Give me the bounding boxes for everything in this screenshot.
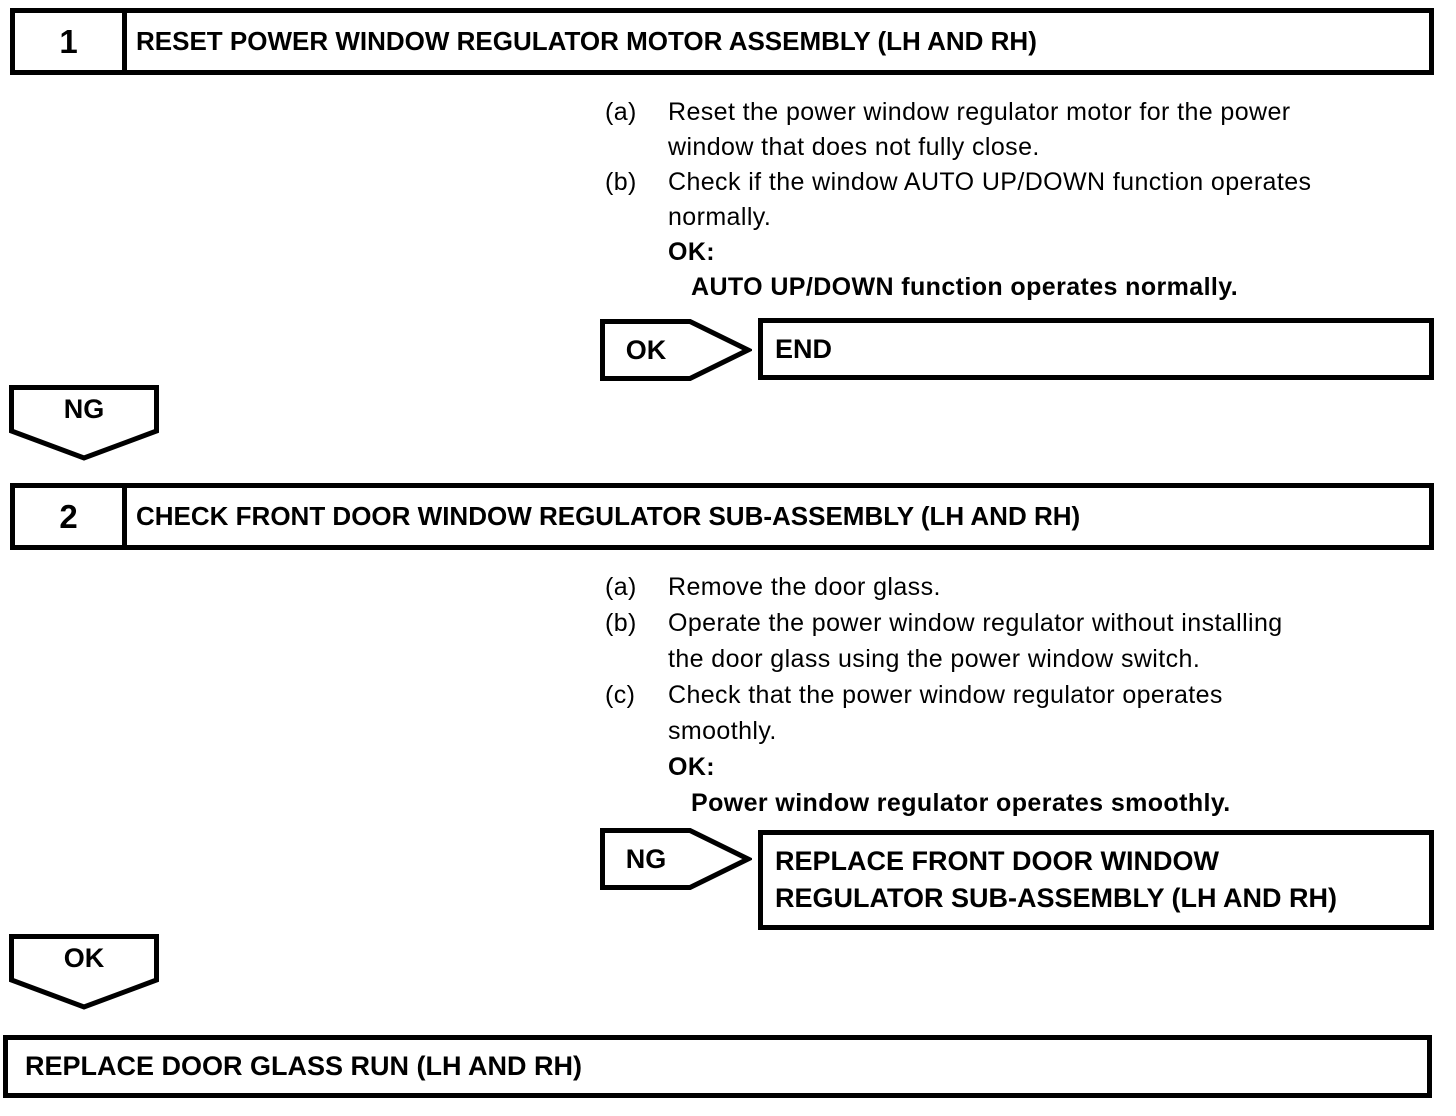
step2-substep-a: (a) Remove the door glass. <box>605 569 1283 605</box>
substep-marker: (b) <box>605 168 637 196</box>
substep-text: Check that the power window regulator op… <box>668 677 1223 749</box>
step1-header-box: 1 RESET POWER WINDOW REGULATOR MOTOR ASS… <box>10 8 1434 75</box>
right-arrow-icon <box>600 828 752 890</box>
text-line: Check that the power window regulator op… <box>668 681 1223 709</box>
text-line: smoothly. <box>668 717 777 745</box>
step1-next-connector: NG <box>9 385 159 461</box>
text-line: Reset the power window regulator motor f… <box>668 98 1291 126</box>
step2-next-label: OK <box>63 942 105 973</box>
step2-header-box: 2 CHECK FRONT DOOR WINDOW REGULATOR SUB-… <box>10 483 1434 550</box>
final-action-label: REPLACE DOOR GLASS RUN (LH AND RH) <box>25 1051 582 1081</box>
substep-text: Reset the power window regulator motor f… <box>668 95 1290 165</box>
step2-branch-result-box: REPLACE FRONT DOOR WINDOW REGULATOR SUB-… <box>758 830 1434 930</box>
step2-substep-b: (b) Operate the power window regulator w… <box>605 605 1283 677</box>
text-line: Remove the door glass. <box>668 573 941 601</box>
step1-number: 1 <box>15 13 127 70</box>
step1-next-label: NG <box>63 393 105 424</box>
result-line: END <box>775 333 833 364</box>
substep-marker: (b) <box>605 609 637 637</box>
down-arrow-icon <box>9 385 159 461</box>
step2-branch-arrow: NG <box>600 828 752 890</box>
substep-text: Check if the window AUTO UP/DOWN functio… <box>668 165 1311 235</box>
step2-number: 2 <box>15 488 127 545</box>
step1-branch-result-box: END <box>758 318 1434 380</box>
final-action-box: REPLACE DOOR GLASS RUN (LH AND RH) <box>3 1035 1432 1098</box>
step2-title: CHECK FRONT DOOR WINDOW REGULATOR SUB-AS… <box>136 501 1081 531</box>
step2-instructions: (a) Remove the door glass. (b) Operate t… <box>605 569 1283 821</box>
step2-substep-c: (c) Check that the power window regulato… <box>605 677 1283 749</box>
text-line: the door glass using the power window sw… <box>668 645 1201 673</box>
down-arrow-icon <box>9 934 159 1010</box>
step1-instructions: (a) Reset the power window regulator mot… <box>605 95 1311 305</box>
result-line: REPLACE FRONT DOOR WINDOW <box>775 846 1219 876</box>
result-line: REGULATOR SUB-ASSEMBLY (LH AND RH) <box>775 883 1338 913</box>
right-arrow-icon <box>600 319 752 381</box>
substep-text: Operate the power window regulator witho… <box>668 605 1283 677</box>
text-line: Operate the power window regulator witho… <box>668 609 1283 637</box>
step2-next-connector: OK <box>9 934 159 1010</box>
step2-branch-arrow-label: NG <box>625 843 667 874</box>
text-line: Check if the window AUTO UP/DOWN functio… <box>668 168 1312 196</box>
step1-branch-arrow-label: OK <box>625 334 667 365</box>
text-line: normally. <box>668 203 772 231</box>
step1-ok-label: OK: <box>668 238 716 266</box>
step1-branch-arrow: OK <box>600 319 752 381</box>
step2-ok-label: OK: <box>668 753 716 781</box>
step1-substep-a: (a) Reset the power window regulator mot… <box>605 95 1311 165</box>
substep-marker: (a) <box>605 573 637 601</box>
substep-marker: (c) <box>605 681 636 709</box>
text-line: window that does not fully close. <box>668 133 1040 161</box>
step1-substep-b: (b) Check if the window AUTO UP/DOWN fun… <box>605 165 1311 235</box>
substep-text: Remove the door glass. <box>668 569 941 605</box>
step2-ok-condition: Power window regulator operates smoothly… <box>691 789 1231 817</box>
step1-ok-condition: AUTO UP/DOWN function operates normally. <box>691 273 1239 301</box>
substep-marker: (a) <box>605 98 637 126</box>
step1-title: RESET POWER WINDOW REGULATOR MOTOR ASSEM… <box>136 26 1037 56</box>
